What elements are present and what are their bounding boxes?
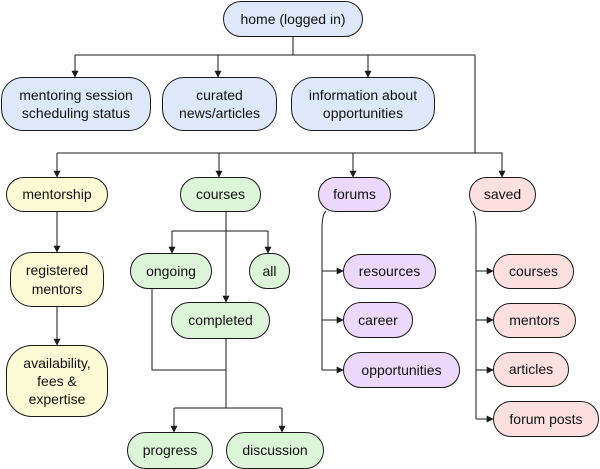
completed-node: completed <box>171 302 270 339</box>
opportunities-node: opportunities <box>343 352 460 388</box>
saved-forum-posts-node: forum posts <box>493 401 599 437</box>
saved-articles-node: articles <box>493 352 569 387</box>
curated-news-node: curated news/articles <box>162 77 277 131</box>
home-node: home (logged in) <box>223 1 363 37</box>
saved-node: saved <box>469 177 536 212</box>
mentoring-status-node: mentoring session scheduling status <box>1 77 151 131</box>
mentorship-node: mentorship <box>6 177 108 212</box>
courses-node: courses <box>180 177 261 212</box>
saved-mentors-node: mentors <box>493 303 576 338</box>
saved-courses-node: courses <box>493 254 574 289</box>
progress-node: progress <box>127 432 213 469</box>
resources-node: resources <box>343 254 436 289</box>
discussion-node: discussion <box>226 432 324 469</box>
availability-fees-expertise-node: availability, fees & expertise <box>6 345 108 417</box>
forums-node: forums <box>318 177 391 212</box>
opportunities-info-node: information about opportunities <box>291 77 435 131</box>
all-node: all <box>249 253 290 289</box>
ongoing-node: ongoing <box>130 253 212 289</box>
registered-mentors-node: registered mentors <box>10 252 104 307</box>
career-node: career <box>343 302 413 338</box>
